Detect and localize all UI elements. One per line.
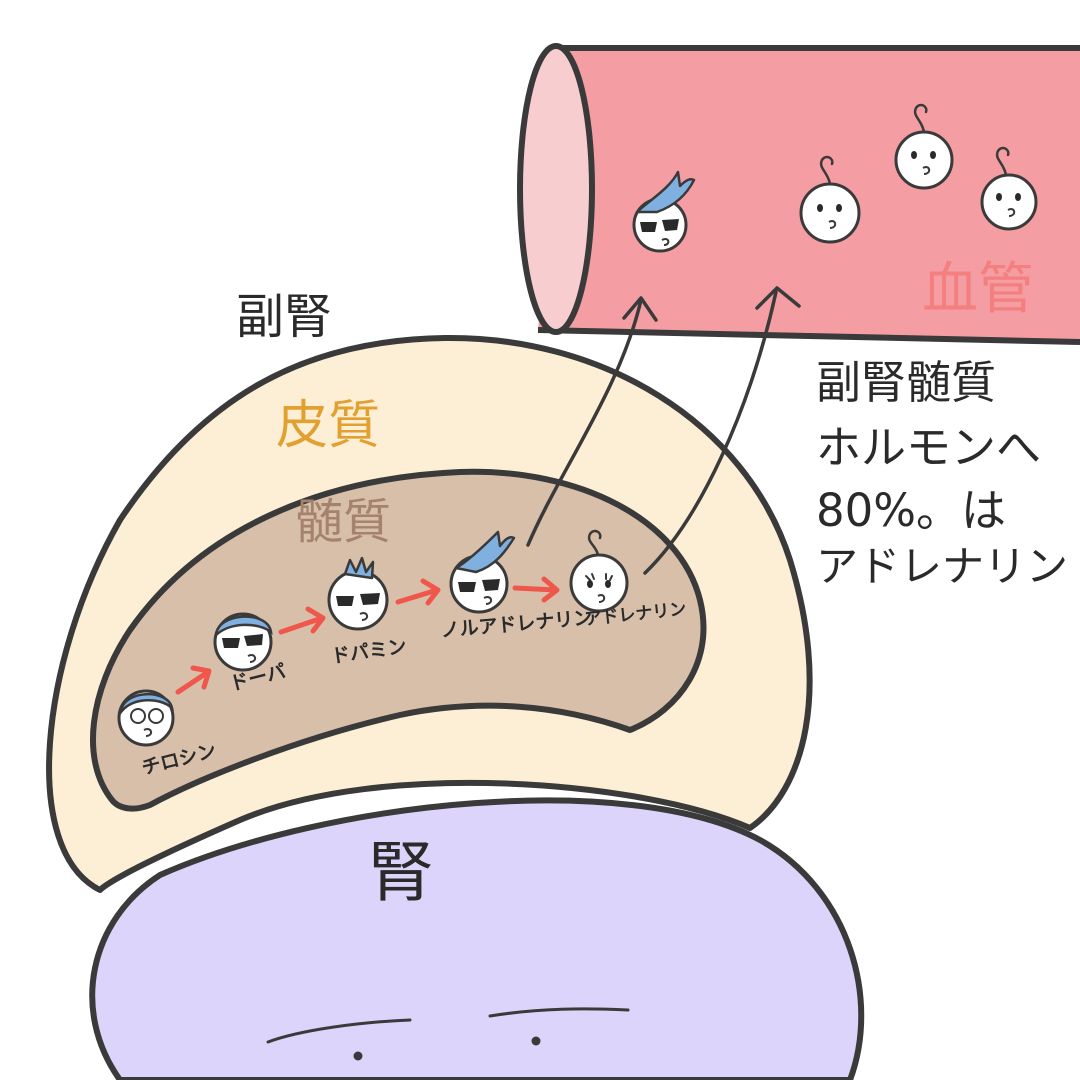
arrow-tyrosine-to-dopa <box>175 669 211 695</box>
arrow-dopa-to-dopamine <box>278 615 325 635</box>
arrow-adrenaline-to-vessel <box>643 290 778 575</box>
vessel-adrenaline-3 <box>980 146 1038 231</box>
molecule-tyrosine <box>117 689 175 747</box>
kidney-right-eye <box>531 1036 541 1046</box>
arrow-noradrenaline-to-adrenaline <box>512 585 559 593</box>
vessel-adrenaline-2 <box>894 103 954 190</box>
blood-vessel-label: 血管 <box>922 257 1034 322</box>
molecule-dopa <box>213 612 273 672</box>
blood-vessel-opening <box>517 43 595 335</box>
secretion-arrows <box>526 286 801 575</box>
cortex-label: 皮質 <box>276 396 381 456</box>
note-line-4: アドレナリン <box>816 542 1069 591</box>
note-line-1: 副腎髄質 <box>816 356 997 409</box>
vessel-adrenaline-1 <box>799 155 861 244</box>
arrow-dopamine-to-noradrenaline <box>395 587 440 605</box>
kidney-left-eyebrow <box>266 1018 412 1044</box>
molecule-noradrenaline <box>449 530 516 614</box>
arrow-noradrenaline-to-vessel <box>526 298 643 547</box>
note-line-2: ホルモンへ <box>816 421 1042 474</box>
pathway-arrows <box>175 576 560 695</box>
kidney <box>89 797 865 1080</box>
molecule-adrenaline <box>569 529 629 613</box>
vessel-noradrenaline <box>632 170 696 253</box>
adrenal-label: 副腎 <box>236 289 333 345</box>
kidney-label: 腎 <box>368 834 434 911</box>
molecule-dopamine <box>327 556 389 631</box>
note-line-3: 80%。は <box>816 484 1007 537</box>
kidney-right-eyebrow <box>488 1007 630 1018</box>
medulla-label: 髄質 <box>295 494 392 550</box>
adrenal-medulla <box>90 468 707 812</box>
kidney-left-eye <box>353 1051 363 1061</box>
